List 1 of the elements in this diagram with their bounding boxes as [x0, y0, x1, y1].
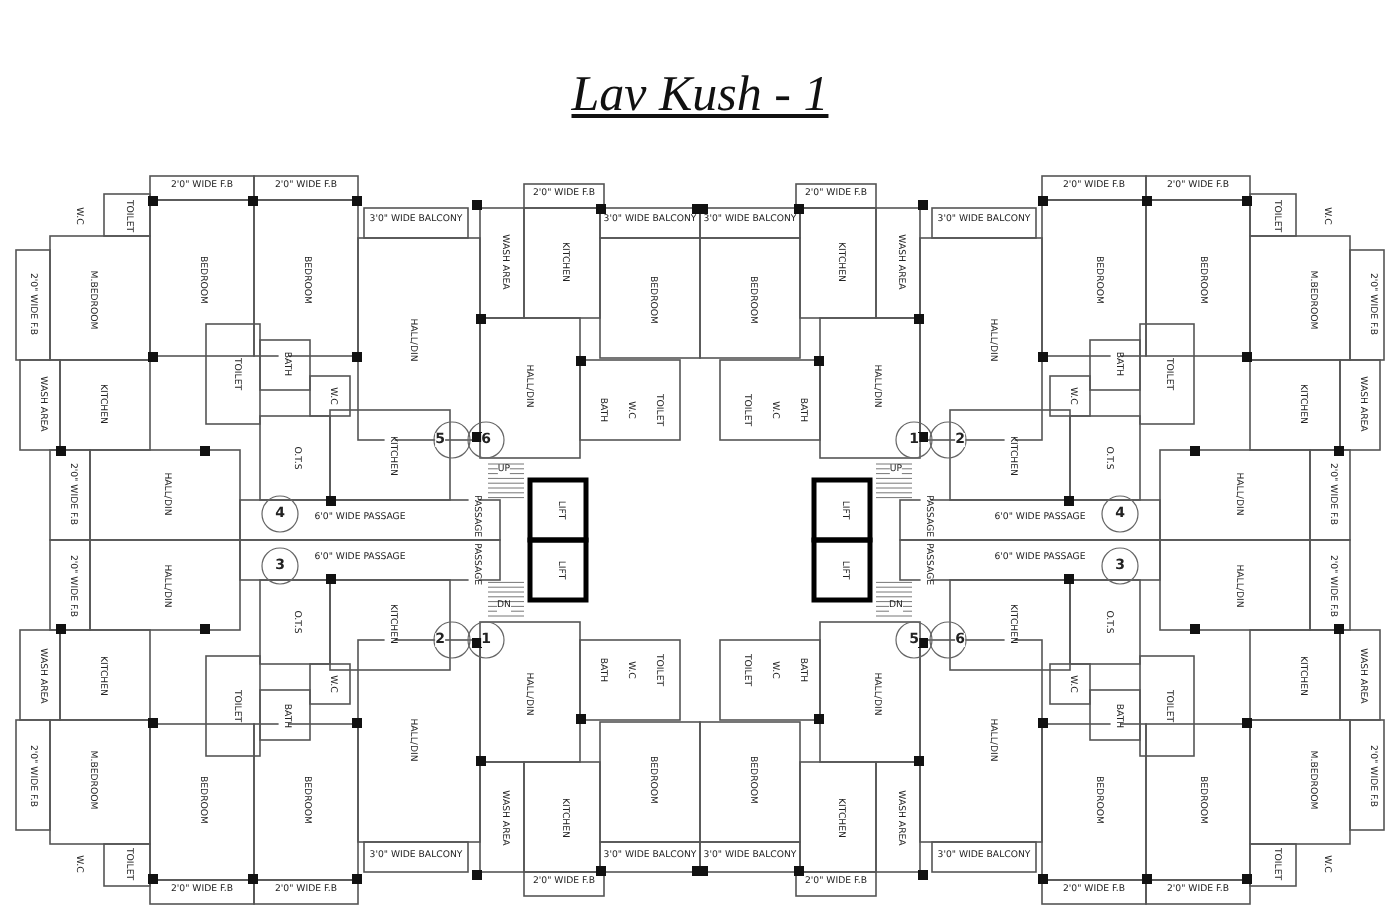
title: Lav Kush - 1: [571, 68, 829, 122]
